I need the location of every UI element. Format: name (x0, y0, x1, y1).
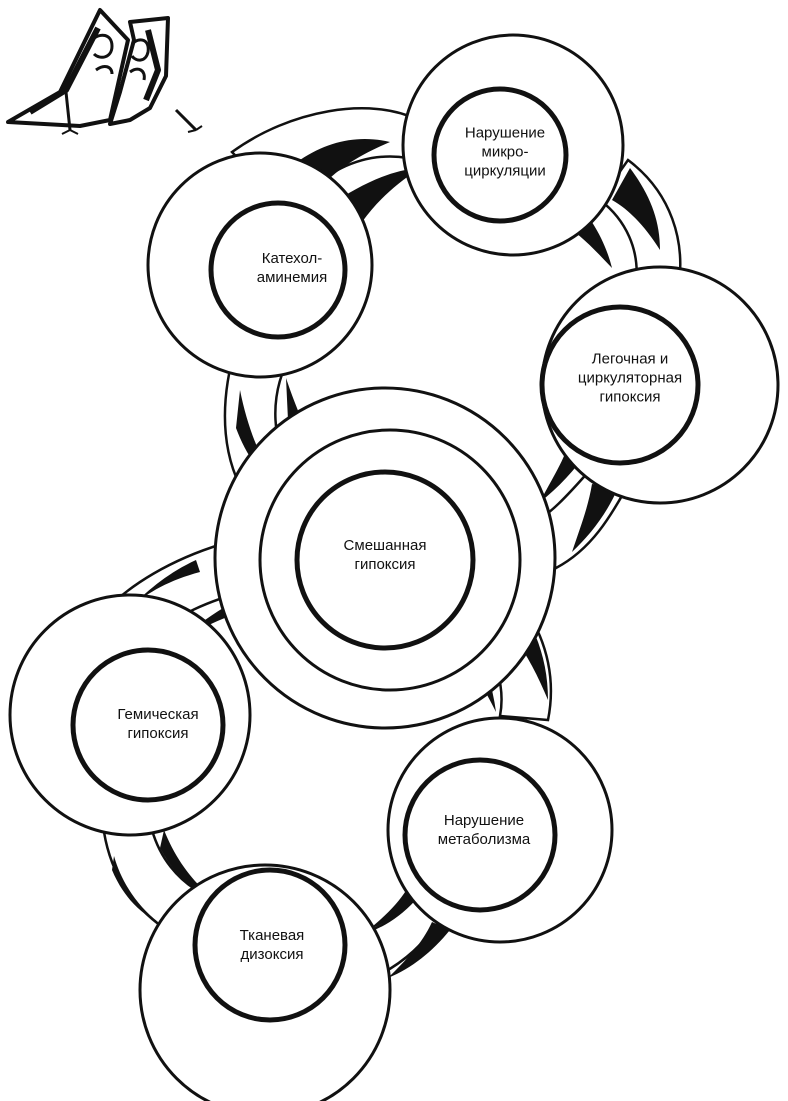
circle-catecholaminemia (146, 151, 374, 379)
wedge-7 (236, 390, 284, 494)
wedge-5 (572, 484, 618, 552)
node-circles (8, 33, 780, 1101)
node-label-hemic: Гемическая гипоксия (117, 706, 199, 742)
node-label-tissue: Тканевая дизоксия (239, 927, 305, 963)
circle-hemic (8, 593, 252, 837)
node-label-microcirculation: Нарушение микро- циркуляции (464, 124, 546, 180)
node-label-mixed: Смешанная гипоксия (343, 537, 427, 573)
wedge-10 (162, 604, 236, 662)
circle-pulmonary (539, 265, 780, 505)
circle-tissue (138, 863, 392, 1101)
node-label-catecholaminemia: Катехол- аминемия (256, 250, 328, 286)
circle-mixed (213, 386, 557, 730)
wedge-16 (388, 922, 450, 978)
node-label-pulmonary: Легочная и циркуляторная гипоксия (577, 350, 683, 406)
circle-metabolism (386, 716, 614, 944)
node-label-metabolism: Нарушение метаболизма (437, 812, 531, 848)
stylized-lungs-logo (6, 8, 203, 135)
wedge-9 (130, 560, 200, 608)
circle-microcirculation (401, 33, 625, 257)
wedge-3 (612, 168, 660, 250)
wedge-14 (160, 830, 216, 900)
